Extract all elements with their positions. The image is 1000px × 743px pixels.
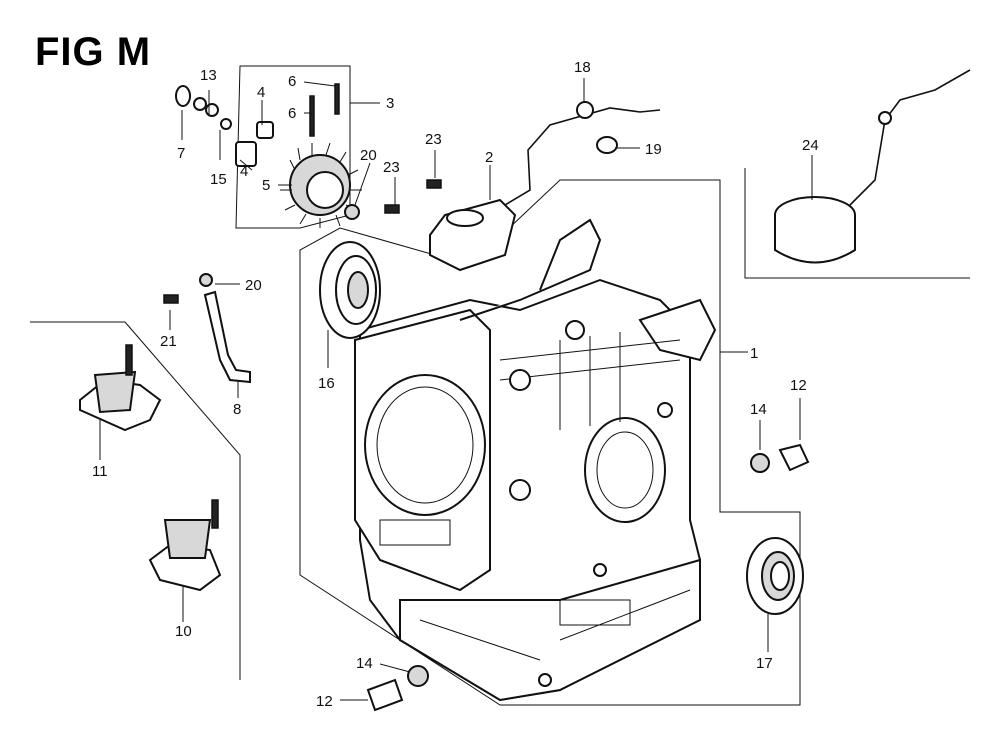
crankcase-group-outline <box>299 179 801 706</box>
callout-6-upper: 6 <box>288 73 296 90</box>
breather-tube <box>163 273 251 384</box>
callout-20-upper: 20 <box>360 147 377 164</box>
callout-23-lower: 23 <box>383 159 400 176</box>
callout-23-upper: 23 <box>425 131 442 148</box>
callout-14-lower: 14 <box>356 655 373 672</box>
mount-group-outline <box>30 321 241 680</box>
callout-7: 7 <box>177 145 185 162</box>
callout-8: 8 <box>233 401 241 418</box>
callout-4-lower: 4 <box>240 163 248 180</box>
callout-15: 15 <box>210 171 227 188</box>
callout-labels: 1 2 3 4 4 5 6 6 7 8 10 11 12 12 13 14 14… <box>92 59 819 710</box>
callout-21: 21 <box>160 333 177 350</box>
callout-1: 1 <box>750 345 758 362</box>
callout-10: 10 <box>175 623 192 640</box>
drain-bolt-right <box>750 443 810 473</box>
oil-alert-unit <box>774 69 971 264</box>
figure-title: FIG M <box>35 30 152 74</box>
oil-pump-group-outline <box>235 65 351 229</box>
callout-19: 19 <box>645 141 662 158</box>
group-boundaries <box>30 65 970 706</box>
callout-11: 11 <box>92 463 108 480</box>
callout-3: 3 <box>386 95 394 112</box>
bearing <box>319 241 381 339</box>
callout-24: 24 <box>802 137 819 154</box>
callout-12-right: 12 <box>790 377 807 394</box>
drain-bolt-lower <box>366 665 429 712</box>
callout-14-right: 14 <box>750 401 767 418</box>
engine-mount-lower <box>148 499 222 592</box>
crankcase <box>354 218 717 702</box>
engine-mount-upper <box>79 344 162 432</box>
oil-alert-inset-outline <box>744 168 970 279</box>
callout-12-lower: 12 <box>316 693 333 710</box>
callout-20-lower: 20 <box>245 277 262 294</box>
oil-pump-assembly <box>175 83 362 228</box>
callout-4-upper: 4 <box>257 84 265 101</box>
callout-18: 18 <box>574 59 591 76</box>
callout-5: 5 <box>262 177 270 194</box>
callout-13: 13 <box>200 67 217 84</box>
callout-2: 2 <box>485 149 493 166</box>
oil-seal <box>746 537 804 615</box>
callout-16: 16 <box>318 375 335 392</box>
callout-6-lower: 6 <box>288 105 296 122</box>
leader-lines <box>99 78 813 701</box>
oil-level-switch <box>384 101 661 272</box>
callout-17: 17 <box>756 655 773 672</box>
